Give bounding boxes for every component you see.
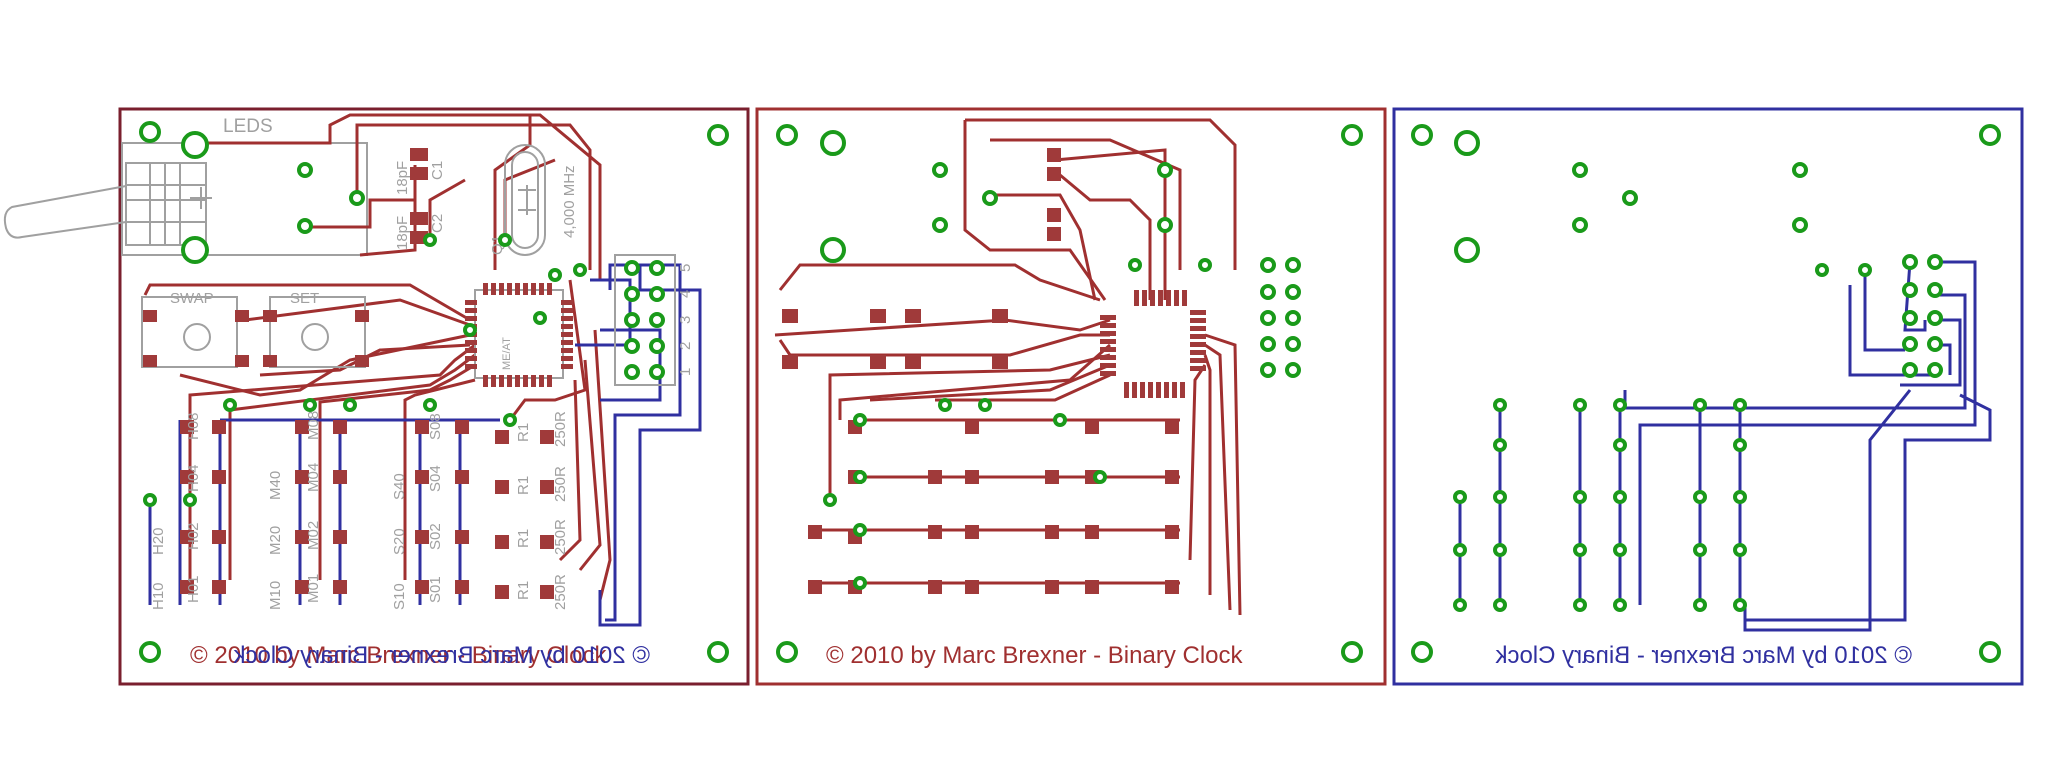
ic-label: ME/AT	[501, 337, 513, 370]
toggle-switch-silk	[3, 142, 368, 256]
h02-label: H02	[185, 522, 202, 550]
top-layer-panel: © 2010 by Marc Brexner - Binary Clock	[755, 107, 1387, 686]
composite-bottom-traces	[148, 263, 702, 627]
s02-label: S02	[427, 523, 444, 550]
s01-label: S01	[427, 576, 444, 603]
connector-pin-1: 1	[677, 368, 694, 376]
h08-label: H08	[185, 412, 202, 440]
r2-value-label: 250R	[552, 466, 569, 502]
m40-label: M40	[267, 471, 284, 500]
bottom-layer-panel: © 2010 by Marc Brexner - Binary Clock	[1392, 107, 2024, 686]
swap-label: SWAP	[170, 290, 214, 307]
top-layer-pads	[782, 148, 1206, 594]
r1-value-label: 250R	[552, 411, 569, 447]
composite-vias	[139, 121, 729, 663]
s08-label: S08	[427, 413, 444, 440]
top-layer-vias	[776, 124, 1363, 663]
r3-value-label: 250R	[552, 519, 569, 555]
set-label: SET	[290, 290, 319, 307]
top-layer-copyright: © 2010 by Marc Brexner - Binary Clock	[826, 642, 1243, 669]
h10-label: H10	[150, 582, 167, 610]
m04-label: M04	[305, 463, 322, 492]
composite-copyright-mirrored: © 2010 by Marc Brexner - Binary Clock	[233, 642, 650, 669]
c2-value-label: 18pF	[394, 216, 411, 250]
programming-connector	[614, 254, 676, 386]
crystal-frequency-label: 4,000 MHz	[561, 165, 578, 238]
s40-label: S40	[391, 473, 408, 500]
composite-board-outline	[118, 107, 750, 686]
c1-value-label: 18pF	[394, 161, 411, 195]
m10-label: M10	[267, 581, 284, 610]
swap-button-footprint	[141, 296, 249, 368]
m20-label: M20	[267, 526, 284, 555]
s10-label: S10	[391, 583, 408, 610]
c2-label: C2	[429, 214, 446, 233]
s20-label: S20	[391, 528, 408, 555]
composite-led-matrix	[180, 420, 554, 599]
m02-label: M02	[305, 521, 322, 550]
h01-label: H01	[185, 575, 202, 603]
set-button-footprint	[263, 296, 369, 368]
r4-value-label: 250R	[552, 574, 569, 610]
composite-silkscreen-labels: H08 H04 H02 H01 H20 H10 M08 M04 M02 M01 …	[150, 161, 694, 610]
r3-label: R1	[515, 529, 532, 548]
composite-panel: LEDS	[3, 107, 750, 686]
connector-pin-3: 3	[677, 316, 694, 324]
composite-copyright-top: © 2010 by Marc Brexner - Binary Clock	[190, 642, 607, 669]
top-layer-traces	[774, 118, 1242, 616]
connector-pin-2: 2	[677, 342, 694, 350]
r2-label: R1	[515, 476, 532, 495]
c1-label: C1	[429, 161, 446, 180]
h20-label: H20	[150, 527, 167, 555]
connector-pin-4: 4	[677, 290, 694, 298]
bottom-layer-copyright: © 2010 by Marc Brexner - Binary Clock	[1495, 642, 1912, 669]
composite-capacitors	[410, 148, 428, 244]
m01-label: M01	[305, 574, 322, 603]
r4-label: R1	[515, 581, 532, 600]
microcontroller-ic	[465, 283, 573, 387]
crystal-q1	[504, 144, 546, 256]
bottom-layer-vias	[1411, 124, 2001, 663]
r1-label: R1	[515, 423, 532, 442]
leds-label: LEDS	[223, 116, 273, 137]
top-board-outline	[755, 107, 1387, 686]
bottom-board-outline	[1392, 107, 2024, 686]
m08-label: M08	[305, 411, 322, 440]
connector-pin-5: 5	[677, 264, 694, 272]
h04-label: H04	[185, 464, 202, 492]
composite-top-traces	[143, 113, 612, 601]
s04-label: S04	[427, 465, 444, 492]
